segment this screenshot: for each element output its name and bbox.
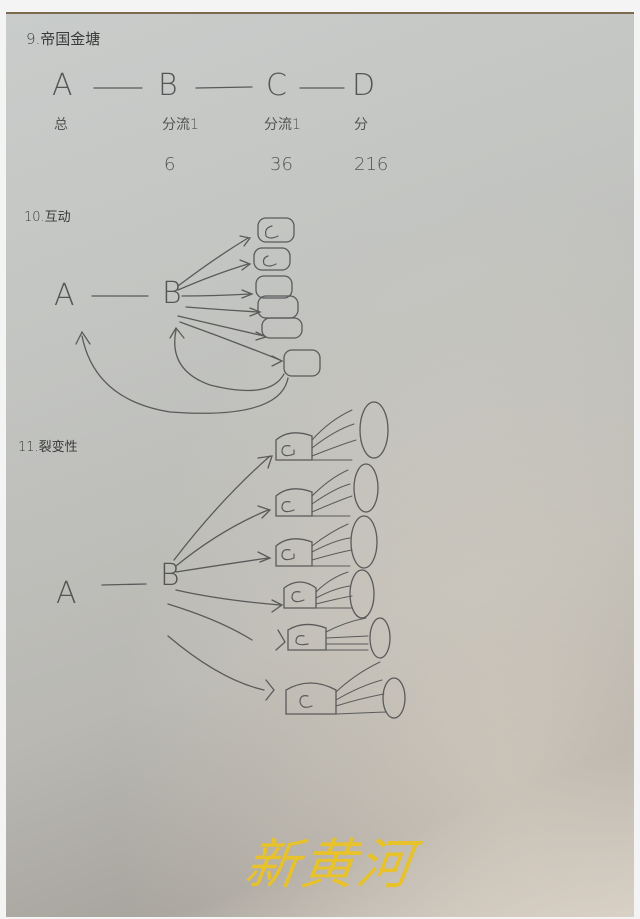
s11-fans (311, 409, 387, 715)
s11-arrows (167, 455, 286, 701)
s11-node-b: B (160, 558, 180, 593)
node-b-note: 分流1 (162, 117, 199, 133)
section-10-title: 10.互动 (24, 210, 71, 225)
s11-ovals (349, 401, 406, 719)
node-c: C (266, 68, 287, 103)
node-d-note: 分 (354, 117, 368, 133)
g-leaf-labels (262, 225, 313, 708)
watermark-logo: 新黄河 (240, 833, 418, 896)
node-c-note: 分流1 (264, 117, 301, 133)
node-a-note: 总 (54, 117, 68, 133)
node-b-count: 6 (164, 154, 176, 175)
s10-node-b: B (162, 276, 182, 311)
node-b: B (158, 68, 178, 103)
s11-node-a: A (56, 576, 77, 611)
s10-arrows (177, 235, 284, 367)
s11-leaf-boxes (275, 432, 337, 715)
s10-leaf-boxes (253, 217, 321, 377)
s10-node-a: A (54, 278, 75, 313)
paper-sheet (6, 12, 634, 917)
section-11-title: 11.裂变性 (18, 440, 78, 455)
node-a: A (52, 68, 73, 103)
section-9-title: 9.帝国金塘 (26, 30, 101, 48)
node-d-count: 216 (354, 154, 389, 175)
node-d: D (352, 68, 376, 103)
node-c-count: 36 (270, 154, 293, 175)
